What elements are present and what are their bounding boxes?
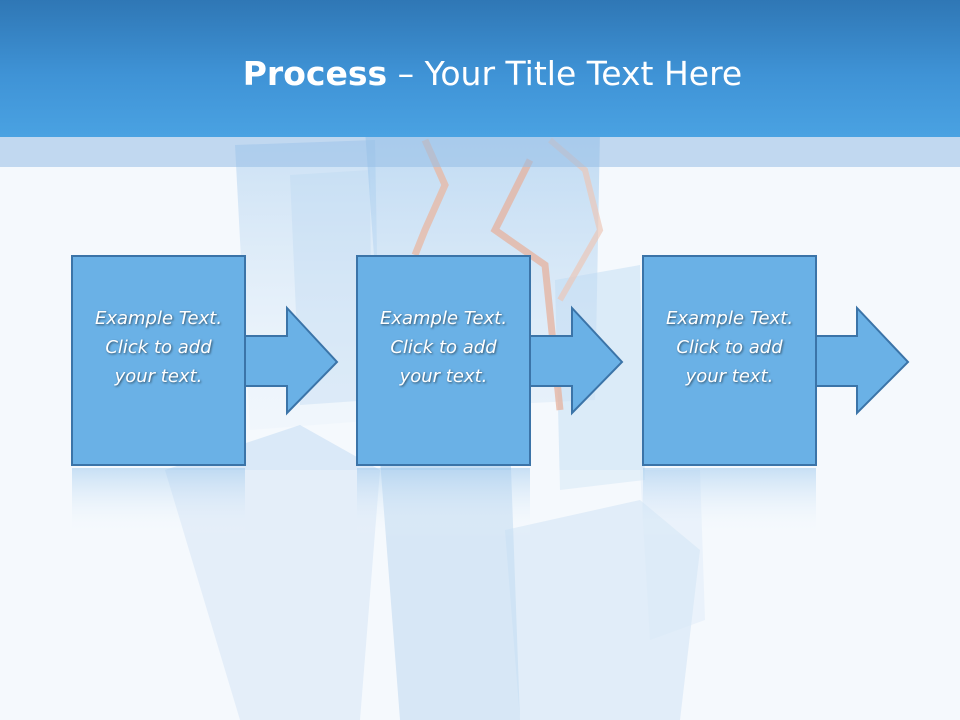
step-2-reflection: [357, 468, 530, 538]
title-bar: [0, 0, 960, 137]
step-3-shape: [642, 255, 910, 466]
title-strong-text: Process: [242, 54, 388, 93]
step-1-shape: [71, 255, 339, 466]
slide-title[interactable]: Process – Your Title Text Here: [0, 52, 960, 96]
arrow-right-icon: [239, 305, 339, 416]
step-2-textbox[interactable]: Example Text. Click to add your text.: [357, 256, 530, 465]
arrow-right-icon: [810, 305, 910, 416]
step-3-reflection: [643, 468, 816, 538]
step-2-text: Example Text. Click to add your text.: [379, 308, 508, 387]
step-3-text: Example Text. Click to add your text.: [665, 308, 794, 387]
title-underline-band: [0, 137, 960, 167]
title-rest-text: – Your Title Text Here: [387, 54, 743, 93]
step-2-shape: [356, 255, 624, 466]
step-1-textbox[interactable]: Example Text. Click to add your text.: [72, 256, 245, 465]
step-3-textbox[interactable]: Example Text. Click to add your text.: [643, 256, 816, 465]
step-1-text: Example Text. Click to add your text.: [94, 308, 223, 387]
arrow-right-icon: [524, 305, 624, 416]
step-1-reflection: [72, 468, 245, 538]
